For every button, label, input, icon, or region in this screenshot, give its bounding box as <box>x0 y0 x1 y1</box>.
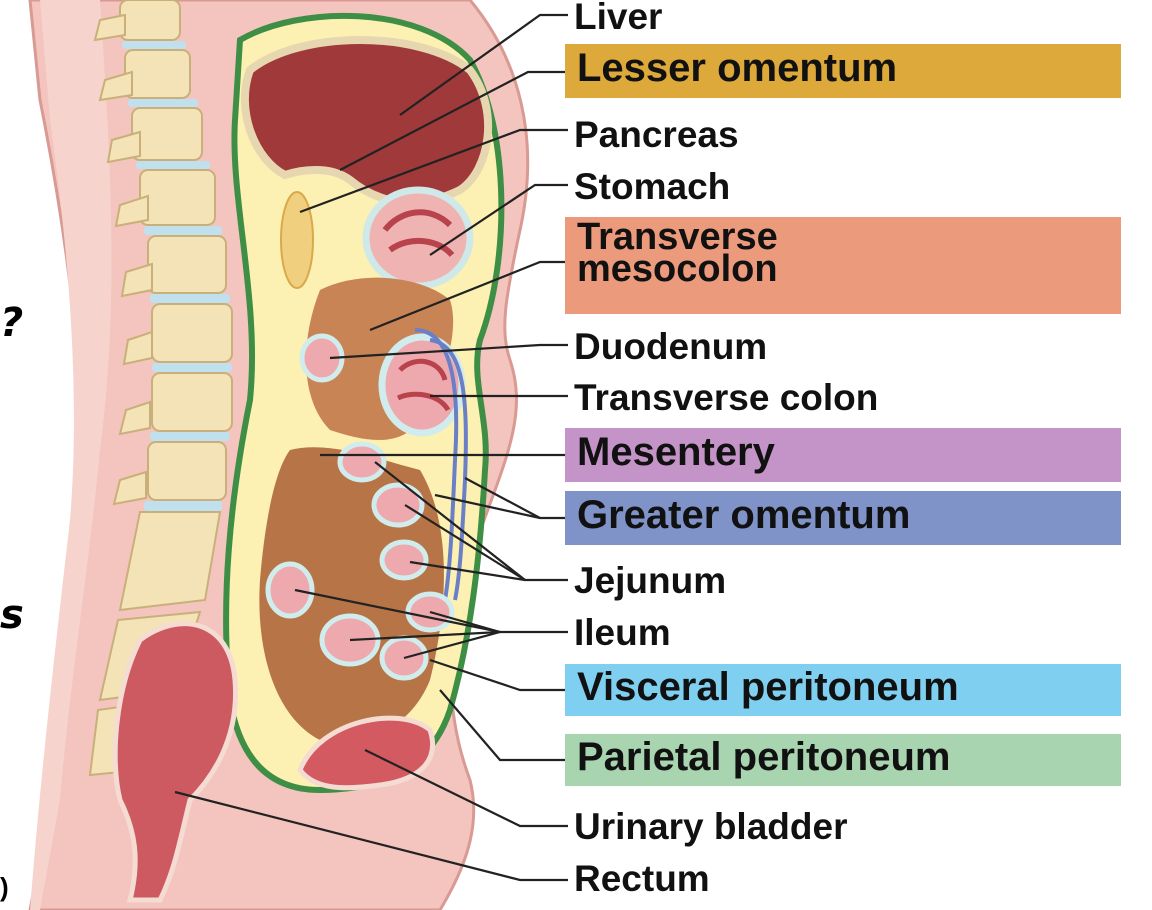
mesentery-box <box>565 428 1121 482</box>
label-transverse-mesocolon-line1: Transverse <box>577 216 778 258</box>
label-transverse-colon: Transverse colon <box>574 377 879 418</box>
label-duodenum: Duodenum <box>574 326 768 367</box>
intervertebral-discs <box>122 41 232 511</box>
leader-lines <box>174 13 568 882</box>
label-pancreas: Pancreas <box>574 114 739 155</box>
back-tissue <box>30 0 112 910</box>
label-rectum: Rectum <box>574 858 710 899</box>
urinary-bladder-shape <box>297 715 436 791</box>
pancreas-shape <box>280 191 314 289</box>
label-lesser-omentum: Lesser omentum <box>577 46 898 90</box>
greater-omentum-box <box>565 491 1121 545</box>
label-visceral-peritoneum: Visceral peritoneum <box>577 665 959 709</box>
label-liver: Liver <box>574 0 663 37</box>
label-transverse-mesocolon-line2: mesocolon <box>577 248 778 290</box>
label-greater-omentum: Greater omentum <box>577 493 911 537</box>
parietal-peritoneum-box <box>565 734 1121 786</box>
label-mesentery: Mesentery <box>577 430 775 474</box>
question-mark-fragment: ? <box>0 300 24 346</box>
letter-s-fragment: s <box>0 592 24 638</box>
label-stomach: Stomach <box>574 166 731 207</box>
rectum-shape <box>112 621 239 903</box>
label-urinary-bladder: Urinary bladder <box>574 806 848 847</box>
label-ileum: Ileum <box>574 612 671 653</box>
figure-part-label: ) <box>0 872 9 902</box>
label-jejunum: Jejunum <box>574 560 727 601</box>
label-parietal-peritoneum: Parietal peritoneum <box>577 735 951 779</box>
lesser-omentum-box <box>565 44 1121 98</box>
spinous-processes <box>93 13 153 506</box>
visceral-peritoneum-box <box>565 664 1121 716</box>
transverse-mesocolon-box <box>565 217 1121 314</box>
